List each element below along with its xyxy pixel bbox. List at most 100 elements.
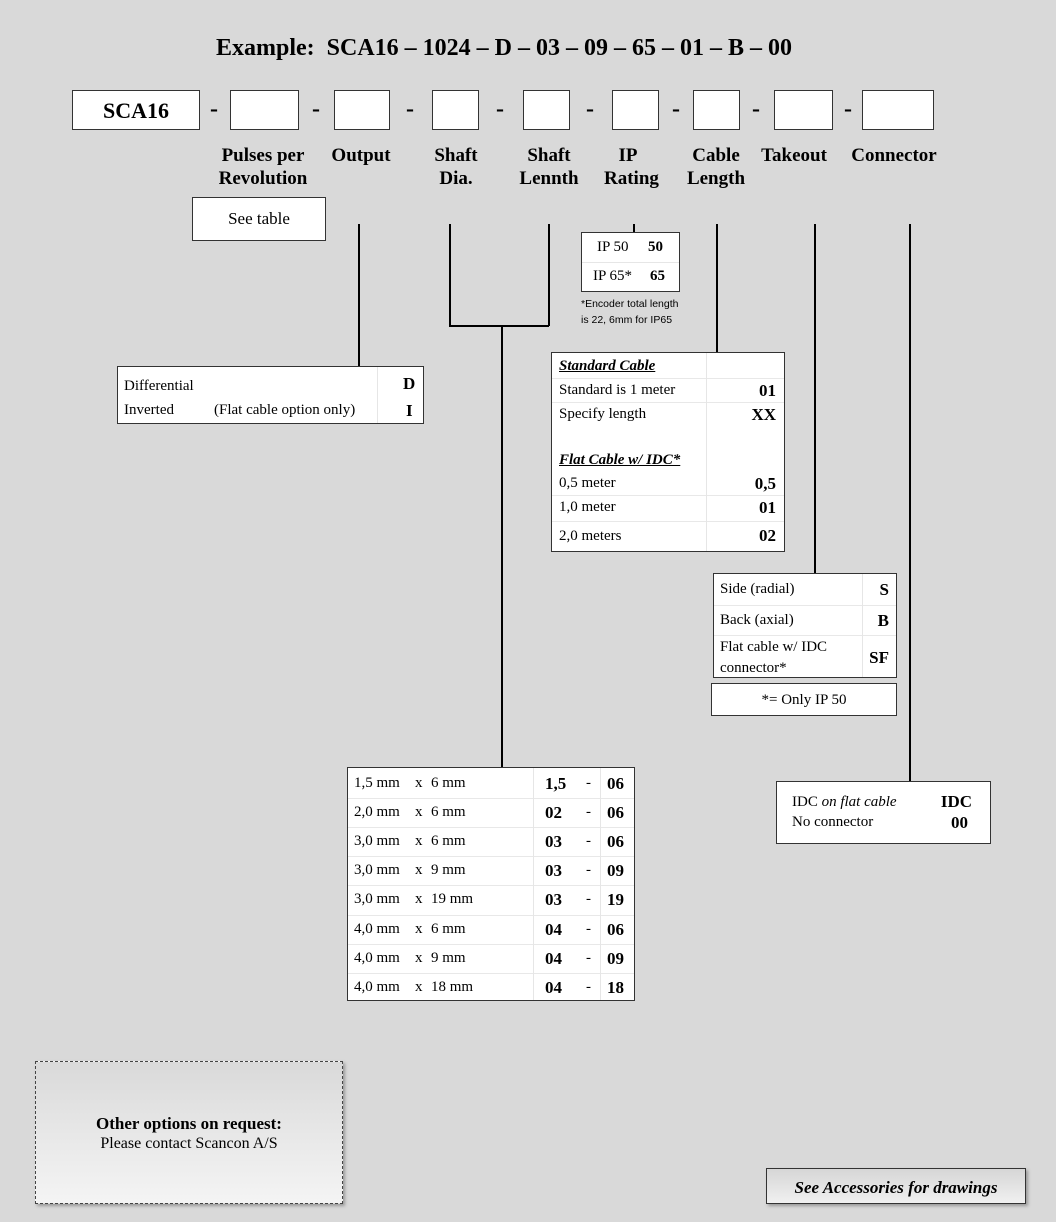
- output-row-code: I: [406, 401, 413, 420]
- ip-row-code: 50: [648, 239, 663, 255]
- shaft-table-column: [600, 768, 601, 1000]
- shaft-length-code: 06: [607, 919, 624, 939]
- cable-table: Standard Cable Standard is 1 meter 01 Sp…: [551, 352, 785, 552]
- shaft-dash: -: [586, 891, 591, 908]
- shaft-length-code: 19: [607, 890, 624, 910]
- shaft-dia-code: 02: [545, 803, 562, 823]
- ip-box: [612, 90, 659, 130]
- header-pulses: Pulses per Revolution: [218, 145, 308, 189]
- shaft-dia-value: 3,0 mm: [354, 891, 400, 908]
- takeout-connector-line: [814, 224, 816, 574]
- output-row-label: Inverted: [124, 402, 174, 418]
- connector-row-label: No connector: [792, 814, 874, 830]
- shaft-length-code: 09: [607, 948, 624, 968]
- accessories-box[interactable]: See Accessories for drawings: [766, 1168, 1026, 1204]
- shaft-join-line: [449, 325, 549, 327]
- shaft-row-divider: [348, 943, 634, 945]
- shaft-dia-value: 3,0 mm: [354, 833, 400, 850]
- shaft-dia-value: 1,5 mm: [354, 775, 400, 791]
- header-cable: Cable Length: [686, 145, 746, 189]
- takeout-table-column: [862, 574, 863, 677]
- ip-note-line: is 22, 6mm for IP65: [581, 314, 673, 326]
- takeout-row-code: S: [879, 580, 889, 599]
- connector-row-code: IDC: [940, 792, 972, 811]
- separator: -: [752, 96, 760, 122]
- other-options-body: Please contact Scancon A/S: [100, 1135, 278, 1152]
- accessories-text[interactable]: See Accessories for drawings: [794, 1178, 998, 1197]
- shaft-length-value: 9 mm: [431, 862, 466, 879]
- shaft-dash: -: [586, 862, 591, 879]
- shaft-dia-code: 04: [545, 919, 562, 939]
- other-options-title: Other options on request:: [96, 1114, 282, 1133]
- shaft-row-divider: [348, 856, 634, 858]
- shaft-length-code: 06: [607, 774, 624, 793]
- shaft-dash: -: [586, 833, 591, 850]
- output-row-code: D: [403, 374, 416, 393]
- shaft-dia-code: 1,5: [545, 774, 567, 793]
- shaft-length-value: 19 mm: [431, 891, 474, 908]
- shaft-dash: -: [586, 804, 591, 821]
- shaft-length-value: 18 mm: [431, 978, 474, 995]
- shaft-length-value: 9 mm: [431, 949, 466, 966]
- ip-row-label: IP 50: [597, 239, 629, 255]
- header-shaft-dia: Shaft Dia.: [434, 145, 478, 189]
- separator: -: [586, 96, 594, 122]
- shaft-length-code: 18: [607, 977, 624, 997]
- shaft-dia-box: [432, 90, 479, 130]
- example-code: SCA16 – 1024 – D – 03 – 09 – 65 – 01 – B…: [326, 35, 793, 61]
- shaft-dia-value: 4,0 mm: [354, 920, 400, 937]
- cable-row-label: Specify length: [559, 406, 647, 422]
- header-ip: IP Rating: [604, 145, 659, 189]
- shaft-table-row: 4,0 mm x 9 mm 04 -09: [348, 943, 634, 973]
- cable-row-code: 01: [759, 498, 776, 517]
- pulses-box: [230, 90, 299, 130]
- separator: -: [496, 96, 504, 122]
- takeout-row-label: Back (axial): [720, 612, 794, 628]
- takeout-row-label: Flat cable w/ IDC connector*: [720, 639, 828, 676]
- shaft-dia-code: 04: [545, 977, 562, 997]
- connector-box: [862, 90, 934, 130]
- takeout-table: Side (radial) S Back (axial) B Flat cabl…: [713, 573, 897, 678]
- shaft-dash: -: [586, 920, 591, 937]
- shaft-x: x: [415, 978, 423, 995]
- cable-table-column: [706, 353, 707, 551]
- cable-row-code: 02: [759, 526, 776, 545]
- takeout-row-label: Side (radial): [720, 581, 795, 597]
- cable-row-divider: [552, 402, 784, 403]
- cable-row-divider: [552, 378, 784, 379]
- cable-row-divider: [552, 521, 784, 522]
- shaft-dia-value: 2,0 mm: [354, 804, 400, 821]
- example-label: Example:: [216, 35, 315, 61]
- ip-note: *Encoder total length is 22, 6mm for IP6…: [581, 296, 678, 328]
- shaft-x: x: [415, 775, 423, 791]
- shaft-row-divider: [348, 798, 634, 800]
- separator: -: [672, 96, 680, 122]
- shaft-dia-value: 4,0 mm: [354, 949, 400, 966]
- shaft-table-column: [533, 768, 534, 1000]
- output-box: [334, 90, 390, 130]
- other-options-box: Other options on request: Please contact…: [35, 1061, 343, 1204]
- ip-row-code: 65: [650, 268, 665, 284]
- shaft-length-code: 06: [607, 832, 624, 852]
- cable-row-label: 1,0 meter: [559, 499, 616, 515]
- takeout-box: [774, 90, 833, 130]
- shaft-length-code: 06: [607, 803, 624, 823]
- shaft-row-divider: [348, 885, 634, 887]
- separator: -: [844, 96, 852, 122]
- cable-standard-title: Standard Cable: [559, 358, 656, 374]
- connector-row-label-main: IDC: [792, 794, 818, 810]
- shaft-dash: -: [586, 949, 591, 966]
- output-table-column: [377, 367, 378, 423]
- shaft-x: x: [415, 949, 423, 966]
- shaft-length-box: [523, 90, 570, 130]
- shaft-x: x: [415, 920, 423, 937]
- shaft-dia-code: 04: [545, 948, 562, 968]
- takeout-note-box: *= Only IP 50: [711, 683, 897, 716]
- output-row-note: (Flat cable option only): [214, 402, 356, 418]
- shaft-row-divider: [348, 914, 634, 916]
